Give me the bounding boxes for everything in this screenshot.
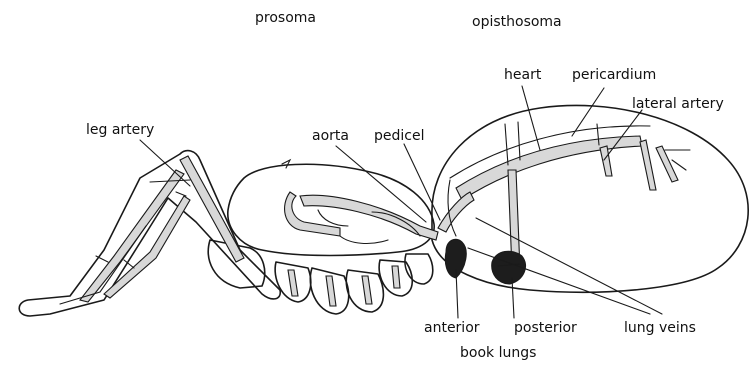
leg-outline	[19, 151, 280, 316]
heart	[456, 136, 642, 200]
label-lung-veins: lung veins	[624, 320, 696, 336]
pedicel-connection	[438, 192, 474, 232]
label-heart: heart	[504, 67, 541, 83]
leg-artery	[180, 156, 244, 262]
leader-lung-veins	[468, 248, 650, 314]
label-prosoma: prosoma	[255, 10, 316, 26]
heart-ostium	[518, 122, 520, 160]
leader-posterior	[512, 278, 514, 318]
heart-ostium	[505, 124, 508, 165]
label-book-lungs: book lungs	[460, 345, 536, 361]
label-leg-artery: leg artery	[86, 122, 154, 138]
lateral-artery	[640, 140, 656, 190]
label-anterior: anterior	[424, 320, 480, 336]
label-aorta: aorta	[312, 128, 349, 144]
anterior-aorta-branch	[318, 210, 348, 226]
label-pericardium: pericardium	[572, 67, 656, 83]
coxal-artery	[326, 276, 336, 306]
coxal-artery	[392, 266, 400, 288]
leg-joint	[176, 192, 186, 196]
lateral-artery	[600, 146, 612, 176]
label-pedicel: pedicel	[374, 128, 424, 144]
lateral-artery	[656, 146, 678, 182]
dorsal-mark	[282, 160, 290, 168]
prosoma-outline	[228, 164, 434, 255]
opisthosoma-outline	[432, 105, 748, 292]
leader-heart	[522, 86, 540, 150]
label-posterior: posterior	[514, 320, 577, 336]
coxal-artery	[362, 276, 372, 304]
anterior-aorta-branch	[340, 236, 388, 243]
coxal-artery	[288, 270, 298, 296]
label-lateral-artery: lateral artery	[632, 96, 724, 112]
label-opisthosoma: opisthosoma	[472, 14, 562, 30]
leader-lateral-artery	[604, 110, 642, 160]
